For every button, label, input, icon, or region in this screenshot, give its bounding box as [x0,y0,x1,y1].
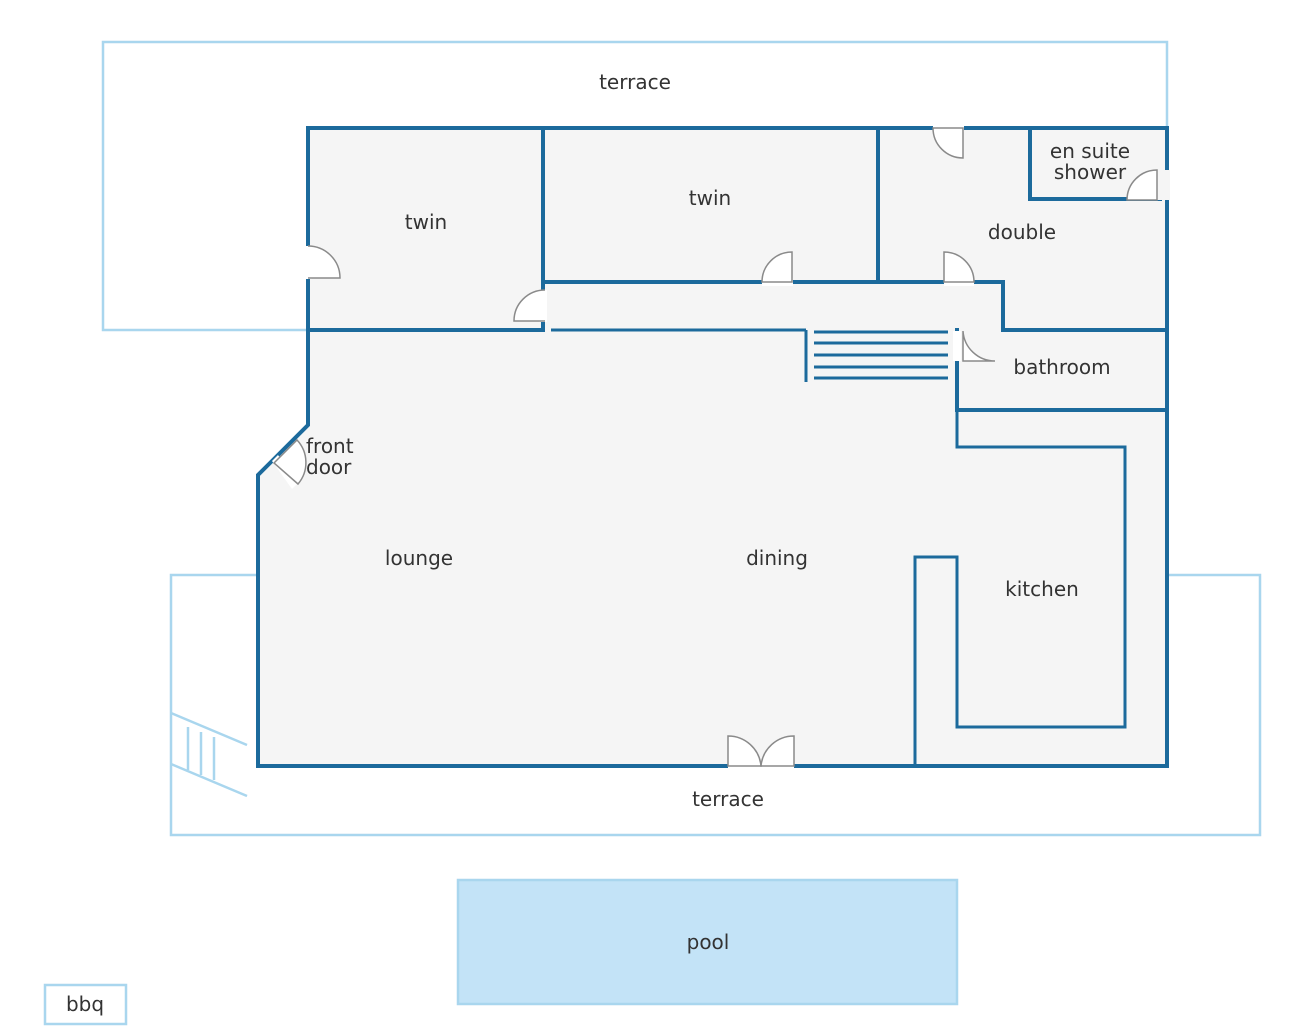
door-double-terrace-bottom [727,735,795,770]
bbq-label: bbq [66,992,104,1016]
twin-left-label: twin [405,210,447,234]
door-middle-twin [761,251,793,286]
door-double-hall [943,251,975,286]
ensuite-label-line2: shower [1054,160,1127,184]
kitchen-label: kitchen [1005,577,1079,601]
front-door-label-line1: front [306,434,354,458]
door-left-twin-terrace [304,245,341,279]
door-bathroom [953,328,1005,362]
stairs [814,330,948,380]
ensuite-label-line1: en suite [1050,139,1130,163]
pool-area [456,878,959,1006]
outer-walls [256,126,1169,768]
twin-middle-label: twin [689,186,731,210]
front-door-label-line2: door [306,455,352,479]
house-floor [258,128,1167,766]
outdoor-steps [170,711,248,798]
dining-label: dining [746,546,808,570]
terrace-bottom-outline [169,573,1262,837]
terrace-top-label: terrace [599,70,671,94]
door-front [272,438,307,489]
door-double-terrace [932,124,964,159]
double-label: double [988,220,1056,244]
door-ensuite [1126,169,1170,201]
door-left-twin-hall [513,289,547,322]
bathroom-label: bathroom [1013,355,1110,379]
terrace-top-outline [101,40,1169,332]
interior-walls [306,126,1169,766]
lounge-label: lounge [385,546,453,570]
terrace-bottom-label: terrace [692,787,764,811]
pool-label: pool [687,930,730,954]
bbq-area [43,983,128,1026]
